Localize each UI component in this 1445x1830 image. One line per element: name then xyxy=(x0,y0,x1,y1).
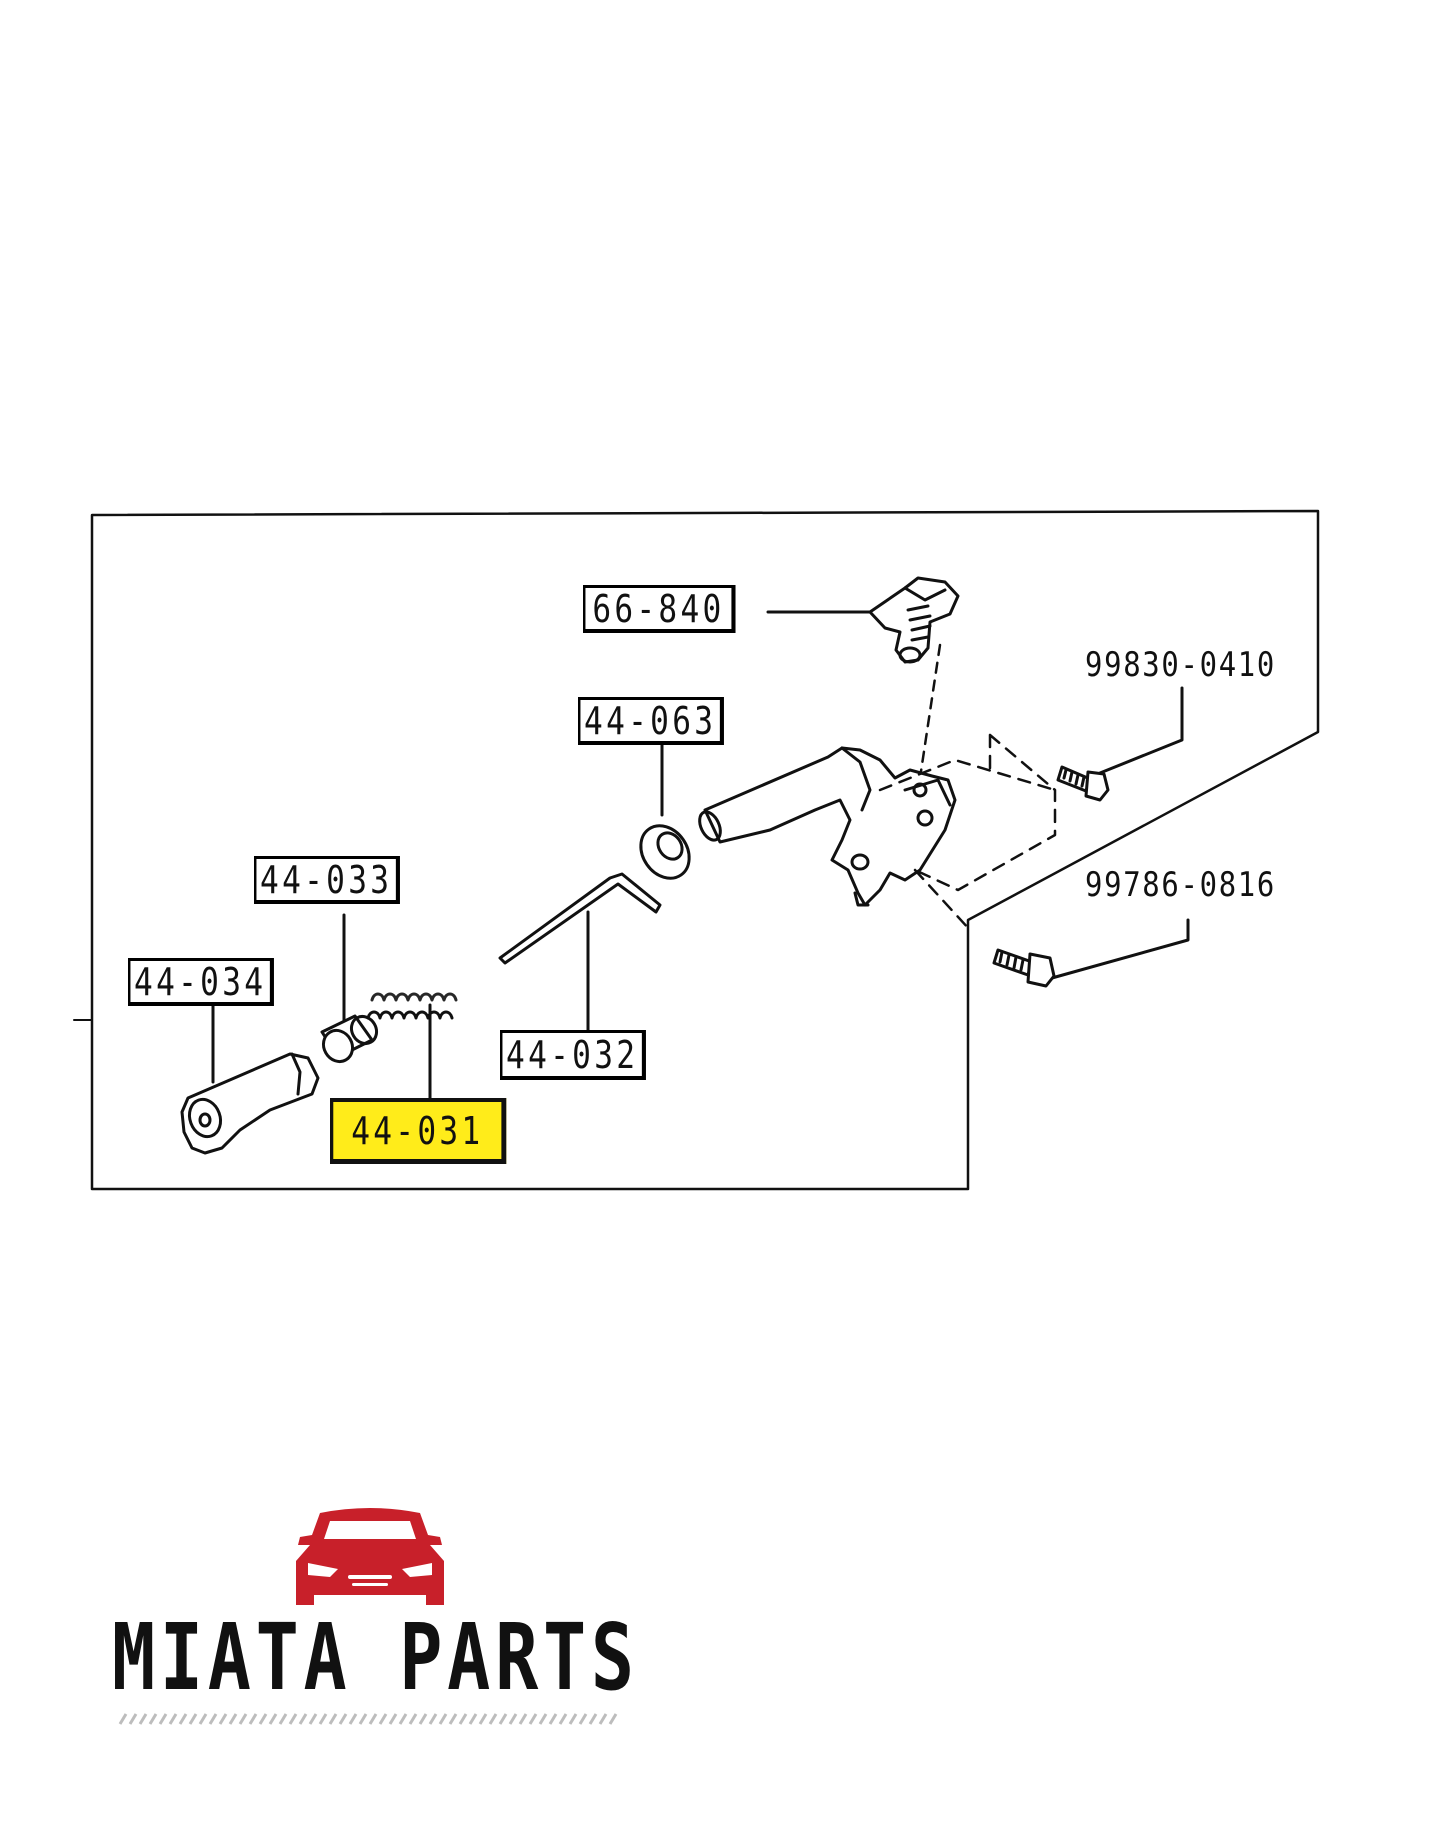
part-label-99786-0816[interactable]: 99786-0816 xyxy=(1085,865,1276,905)
part-label-66-840[interactable]: 66-840 xyxy=(583,585,736,633)
brand-name: MIATA PARTS xyxy=(112,1604,639,1711)
grommet-part xyxy=(639,824,691,880)
part-label-44-063[interactable]: 44-063 xyxy=(578,697,724,745)
bracket-outline xyxy=(878,733,1057,932)
brake-lever-part xyxy=(698,746,957,907)
leader-99786-0816 xyxy=(1050,918,1190,980)
bolt-99830-0410 xyxy=(1056,765,1110,802)
part-label-44-033[interactable]: 44-033 xyxy=(254,856,400,904)
car-front-icon xyxy=(296,1508,444,1605)
part-label-44-034[interactable]: 44-034 xyxy=(128,958,274,1006)
guide-line xyxy=(918,643,942,780)
part-label-44-031-highlighted[interactable]: 44-031 xyxy=(330,1098,507,1164)
bolt-99786-0816 xyxy=(992,948,1056,988)
part-label-99830-0410[interactable]: 99830-0410 xyxy=(1085,645,1276,685)
lock-knob-part xyxy=(868,576,960,664)
spring-part xyxy=(366,992,458,1020)
release-button-part xyxy=(320,1014,379,1064)
release-rod-part xyxy=(498,872,662,965)
lever-grip-part xyxy=(180,1052,320,1155)
brand-underline-decoration xyxy=(118,1713,618,1725)
part-label-44-032[interactable]: 44-032 xyxy=(500,1030,646,1080)
leader-99830-0410 xyxy=(1098,686,1184,775)
